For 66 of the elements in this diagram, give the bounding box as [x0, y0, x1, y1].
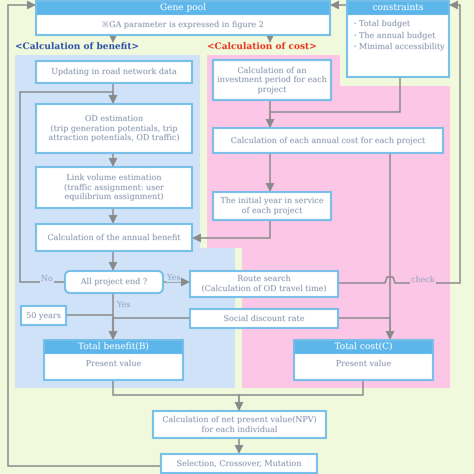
- process-box: [35, 0, 331, 36]
- box-text: ・The annual budget: [350, 30, 436, 40]
- arrow: [108, 154, 118, 167]
- box-text: Calculation of net present value(NPV) for each individual: [161, 414, 318, 434]
- edge-label: Yes: [166, 273, 182, 282]
- box-text: (trip generation potentials, trip attraction potentials, OD traffic): [47, 124, 181, 143]
- box-title: Gene pool: [37, 2, 329, 15]
- arrow: [108, 209, 118, 224]
- box-text: Link volume estimation: [65, 173, 163, 183]
- box-text: Social discount rate: [222, 314, 306, 324]
- process-box: [293, 339, 434, 381]
- arrow: [266, 154, 274, 192]
- arrow: [7, 0, 160, 467]
- arrow: [108, 252, 118, 271]
- arrow: [234, 439, 244, 454]
- box-text: Present value: [334, 359, 392, 369]
- box-text: Updating in road network data: [50, 67, 178, 77]
- arrow: [234, 381, 364, 411]
- box-title: Total benefit(B): [45, 341, 182, 354]
- edge-label: No: [40, 274, 54, 283]
- box-text: Calculation of the annual benefit: [46, 232, 182, 242]
- box-text: Present value: [84, 359, 142, 369]
- process-box: [212, 127, 444, 154]
- arrow: [19, 91, 118, 283]
- process-box: [35, 103, 193, 154]
- box-text: 50 years: [25, 310, 62, 320]
- section-heading: <Calculation of benefit>: [15, 42, 140, 52]
- box-text: (Calculation of OD travel time): [200, 284, 328, 294]
- arrow: [164, 278, 190, 286]
- arrow: [339, 317, 394, 340]
- process-box: [35, 166, 193, 209]
- process-box: [35, 60, 193, 84]
- box-text: ・Minimal accessibility: [350, 42, 446, 52]
- decision-box: [64, 270, 164, 294]
- box-text: Route search: [236, 274, 292, 284]
- process-box: [212, 191, 332, 221]
- arrow: [266, 34, 274, 43]
- box-text: Calculation of an investment period for each project: [216, 66, 328, 94]
- section-heading: <Calculation of cost>: [207, 42, 317, 52]
- arrow: [108, 317, 189, 340]
- process-box: [160, 453, 318, 474]
- process-box: [212, 59, 332, 101]
- process-box: [43, 339, 184, 381]
- edge-label: Yes: [116, 300, 132, 309]
- arrow: [330, 0, 346, 10]
- box-text: Selection, Crossover, Mutation: [176, 458, 302, 468]
- box-title: Total cost(C): [295, 341, 432, 354]
- process-box: [346, 0, 450, 78]
- process-box: [189, 270, 339, 298]
- arrow: [108, 34, 118, 43]
- box-text: ・Total budget: [350, 19, 412, 29]
- box-text: ※GA parameter is expressed in figure 2: [101, 20, 265, 30]
- box-text: OD estimation: [84, 114, 144, 124]
- box-text: (traffic assignment: user equilibrium assignment): [63, 182, 165, 202]
- box-text: Calculation of each annual cost for each project: [230, 136, 426, 146]
- process-box: [20, 305, 67, 326]
- process-box: [35, 223, 193, 252]
- arrow: [266, 78, 401, 128]
- arrow: [339, 0, 461, 284]
- process-box: [189, 308, 339, 329]
- arrow: [192, 221, 271, 242]
- box-title: constraints: [348, 2, 448, 15]
- process-box: [152, 410, 327, 439]
- box-text: The initial year in service of each project: [219, 196, 325, 216]
- edge-label: check: [410, 275, 436, 284]
- box-text: All project end ?: [80, 277, 148, 287]
